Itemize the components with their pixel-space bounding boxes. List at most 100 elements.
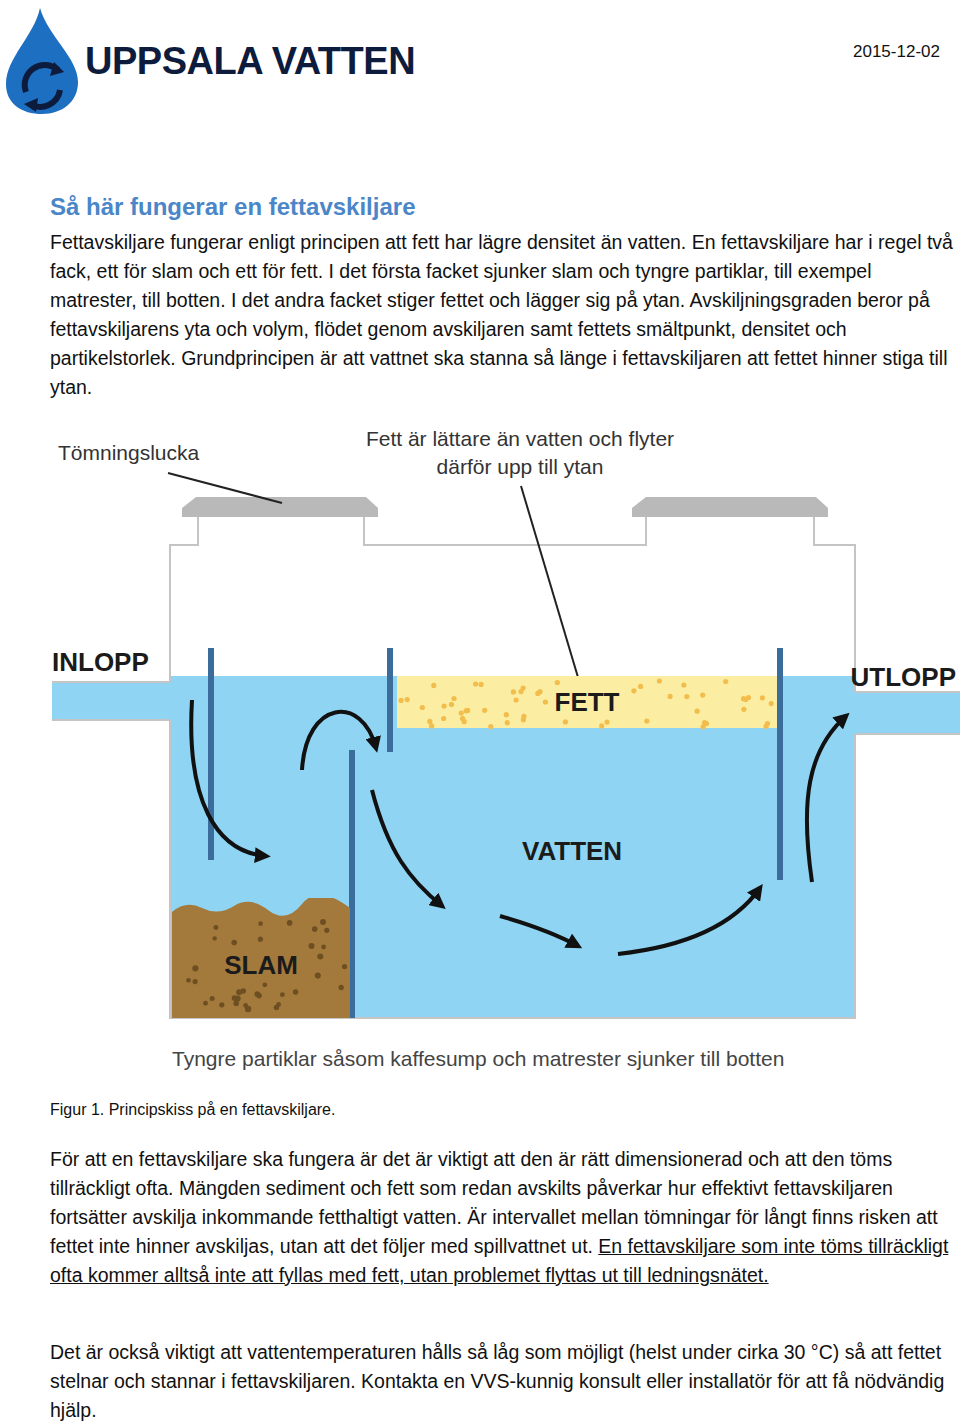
region-label: SLAM [172, 898, 350, 980]
sludge-dot [342, 964, 347, 969]
fat-dot [514, 697, 519, 702]
leader-line [168, 473, 282, 503]
fat-dot [464, 708, 469, 713]
sludge-dot [241, 988, 246, 993]
callout-label: Tömningslucka [58, 441, 199, 465]
fat-dot [473, 681, 478, 686]
paragraph-block: För att en fettavskiljare ska fungera är… [50, 1145, 955, 1290]
logo-drop [6, 8, 78, 114]
fat-dot [657, 678, 662, 683]
fat-dot [760, 695, 765, 700]
outlet-pipe [853, 692, 960, 734]
sludge-dot [324, 928, 329, 933]
sludge-layer: SLAM [172, 898, 350, 1018]
sludge-dot [219, 1002, 224, 1007]
logo-text: UPPSALA VATTEN [85, 40, 415, 83]
fat-dot [521, 714, 526, 719]
lid [632, 497, 828, 517]
sludge-dot [308, 943, 314, 949]
sludge-dot [320, 919, 326, 925]
fat-dot [644, 718, 649, 723]
fat-dot [462, 719, 467, 724]
inlet-pipe [52, 682, 172, 720]
sludge-dot [339, 985, 344, 990]
fat-dot [741, 707, 746, 712]
fat-dot [482, 708, 487, 713]
paragraph: Det är också viktigt att vattentemperatu… [50, 1338, 955, 1424]
sludge-dot [233, 1001, 239, 1007]
fat-dot [427, 719, 432, 724]
sludge-dot [258, 921, 263, 926]
pipe-label: UTLOPP [851, 662, 956, 693]
fat-dot [631, 688, 636, 693]
sludge-dot [186, 978, 191, 983]
sludge-fill [172, 898, 350, 1018]
sludge-dot [321, 945, 326, 950]
fat-dot [479, 682, 484, 687]
fat-dot [521, 686, 526, 691]
sludge-dot [193, 979, 198, 984]
water [170, 676, 855, 1018]
sludge-dot [280, 992, 285, 997]
fat-dot [511, 689, 516, 694]
fat-dot [599, 723, 604, 728]
date: 2015-12-02 [853, 42, 940, 62]
callout-label: Fett är lättare än vatten och flyter där… [365, 425, 675, 481]
fat-dot [723, 679, 728, 684]
fat-dot [543, 699, 548, 704]
fat-dot [563, 719, 568, 724]
fat-dot [764, 724, 769, 729]
fat-dot [701, 724, 706, 729]
sludge-dot [243, 1003, 248, 1008]
sludge-dot [312, 926, 318, 932]
sludge-dot [212, 936, 216, 940]
fat-dot [441, 716, 446, 721]
fat-dot [459, 711, 464, 716]
figure-caption: Figur 1. Principskiss på en fettavskilja… [50, 1101, 335, 1119]
fat-dot [741, 696, 746, 701]
sludge-dot [210, 996, 215, 1001]
fat-dot [684, 694, 689, 699]
fat-dot [442, 704, 447, 709]
fat-dot [399, 698, 404, 703]
sludge-dot [276, 1002, 281, 1007]
fat-dot [681, 683, 686, 688]
fat-dot [405, 697, 410, 702]
sludge-dot [258, 937, 263, 942]
fat-fill [397, 676, 777, 728]
pipe-label: INLOPP [52, 647, 149, 678]
sludge-dot [231, 940, 237, 946]
fat-dot [449, 702, 454, 707]
paragraph: Fettavskiljare fungerar enligt principen… [50, 228, 955, 402]
fat-dot [638, 684, 643, 689]
fat-dot [505, 720, 510, 725]
fat-dot [535, 691, 540, 696]
fat-dot [504, 712, 509, 717]
fat-dot [431, 683, 436, 688]
sludge-dot [293, 989, 299, 995]
sludge-dot [213, 925, 218, 930]
tank-outline [52, 517, 960, 1018]
region-label: FETT [397, 676, 777, 728]
fat-dot [555, 680, 560, 685]
fat-layer: FETT [397, 676, 777, 732]
fat-dot [695, 709, 700, 714]
lid [182, 497, 378, 517]
sludge-dot [262, 982, 267, 987]
fat-dot [769, 701, 774, 706]
fat-dot [488, 724, 493, 729]
sludge-dot [203, 1001, 208, 1006]
note: Tyngre partiklar såsom kaffesump och mat… [172, 1047, 784, 1071]
sludge-dot [287, 920, 293, 926]
fat-dot [429, 723, 434, 728]
fat-dot [451, 696, 456, 701]
sludge-dot [254, 991, 260, 997]
water-zone: VATTEN [512, 832, 632, 871]
sludge-dot [232, 995, 238, 1001]
leader-line [521, 486, 580, 684]
sludge-dot [317, 953, 323, 959]
fat-dot [604, 720, 609, 725]
fat-dot [420, 705, 425, 710]
heading: Så här fungerar en fettavskiljare [50, 193, 415, 221]
